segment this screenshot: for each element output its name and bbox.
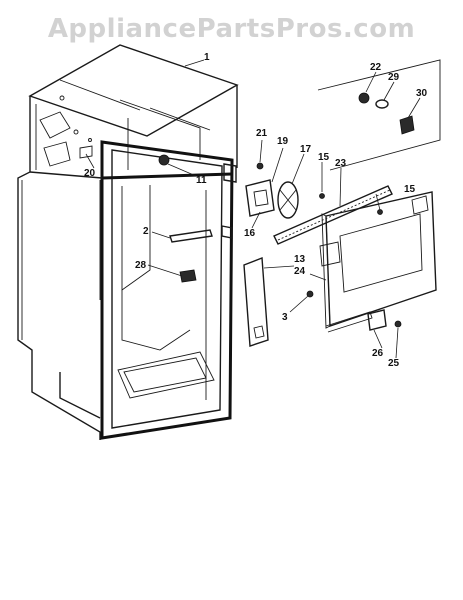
callout-3: 3: [282, 312, 288, 323]
callout-16: 16: [244, 228, 256, 239]
callout-19: 19: [277, 136, 289, 147]
cabinet-liner: [17, 44, 239, 440]
callout-2: 2: [143, 226, 149, 237]
callout-23: 23: [335, 158, 347, 169]
callout-labels: 1 2 3 11 13 15 15 16 17 19 20 21 22 23 2…: [84, 52, 428, 369]
callout-13: 13: [294, 254, 306, 265]
callout-15-right: 15: [404, 184, 416, 195]
light-housing-plate: [317, 59, 441, 171]
callout-20: 20: [84, 168, 96, 179]
callout-11: 11: [196, 175, 207, 186]
callout-30: 30: [416, 88, 428, 99]
site-watermark: AppliancePartsPros.com: [47, 14, 416, 44]
callout-28: 28: [135, 260, 147, 271]
fan-bracket-23: [273, 185, 393, 245]
callout-25: 25: [388, 358, 400, 369]
callout-15-top: 15: [318, 152, 330, 163]
callout-21: 21: [256, 128, 268, 139]
fan-motor-assembly: [245, 162, 299, 219]
callout-26: 26: [372, 348, 384, 359]
callout-24: 24: [294, 266, 306, 277]
callout-1: 1: [204, 52, 210, 63]
leader-lines: [85, 59, 421, 359]
panel-13: [243, 257, 269, 347]
callout-22: 22: [370, 62, 382, 73]
evaporator-cover-24: [319, 191, 437, 333]
screws: [306, 193, 402, 331]
callout-17: 17: [300, 144, 312, 155]
callout-29: 29: [388, 72, 400, 83]
